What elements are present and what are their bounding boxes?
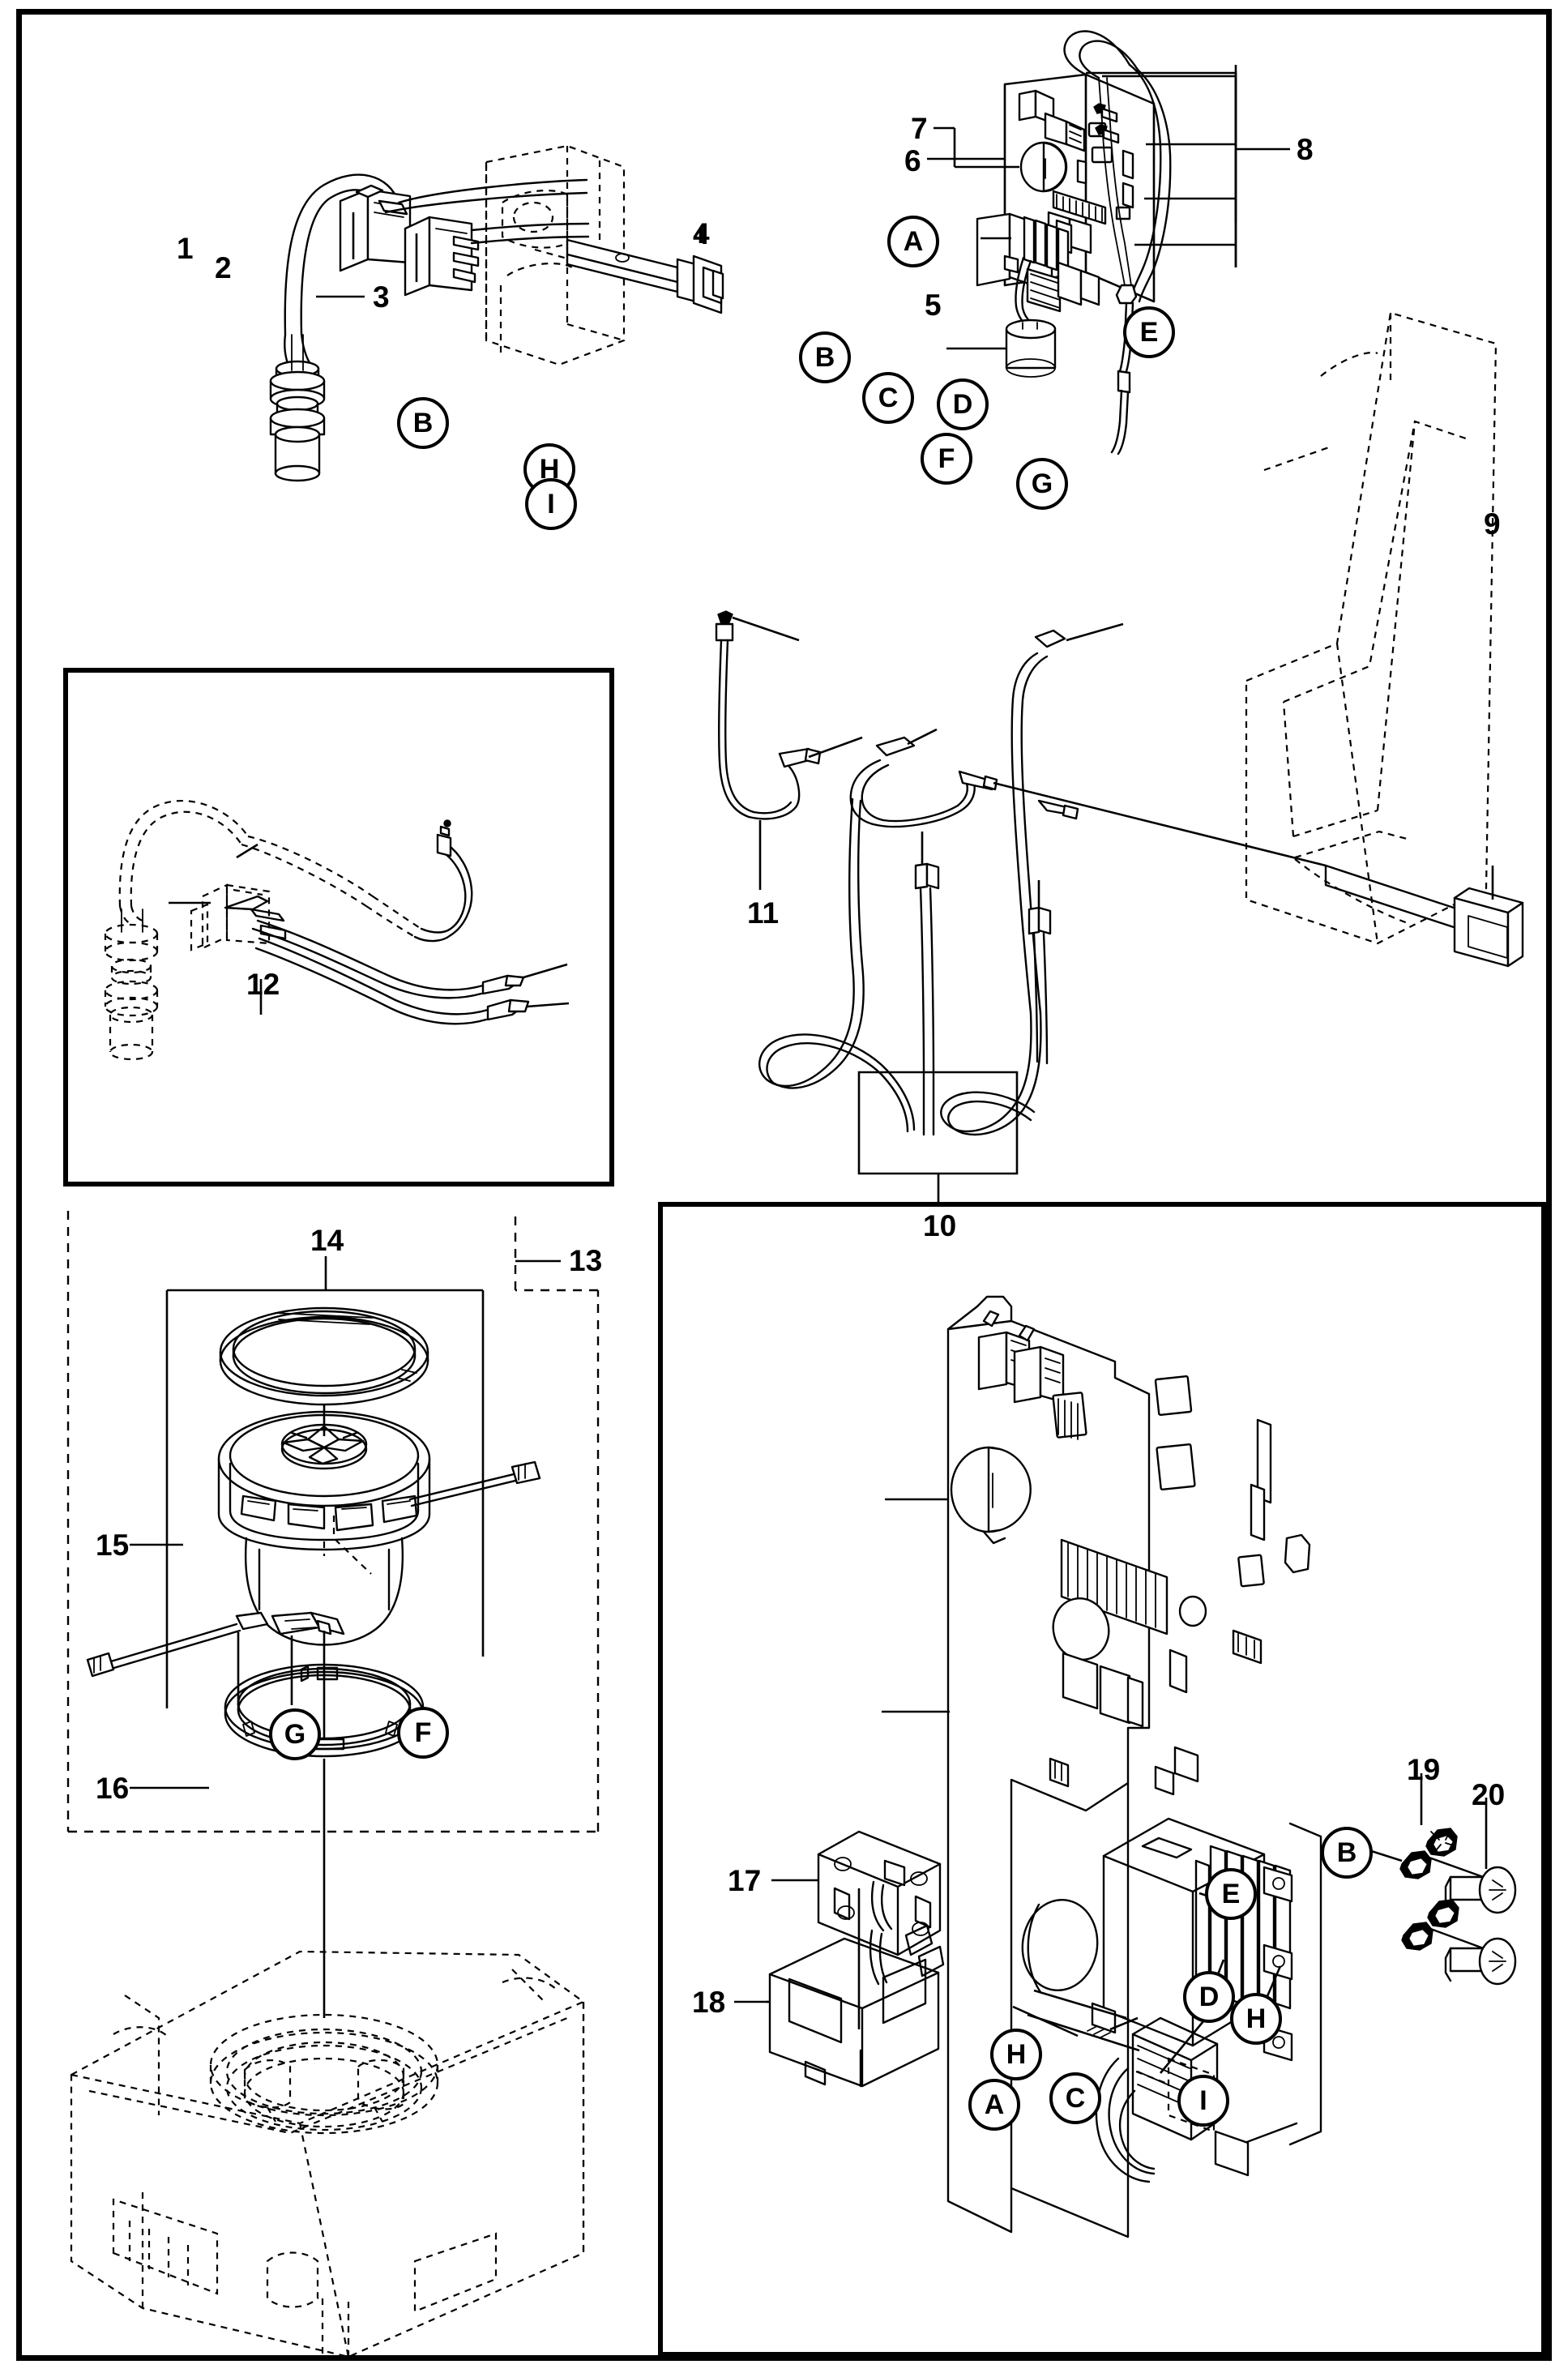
connector-E-motor: E: [1205, 1868, 1257, 1920]
callout-4-valve-actuator: 4: [693, 217, 710, 250]
connector-C-motor: C: [1049, 2072, 1101, 2124]
callout-12-lead-wires: 12: [246, 968, 280, 1001]
callout-20-screw: 20: [1472, 1778, 1506, 1811]
callout-19-washer: 19: [1407, 1753, 1441, 1786]
connector-F-pump: F: [397, 1707, 449, 1759]
connector-H-motor-right: H: [1230, 1993, 1282, 2045]
callout-3-hose-connector: 3: [373, 280, 390, 314]
connector-F-harness: F: [921, 433, 972, 485]
connector-B-ground-lead: B: [799, 331, 851, 383]
callout-17-pump-bracket: 17: [728, 1864, 762, 1897]
callout-15-upper-ring: 15: [96, 1529, 130, 1562]
callout-16-lower-ring: 16: [96, 1772, 130, 1805]
connector-G-pump: G: [269, 1708, 321, 1760]
callout-18-pump-base: 18: [692, 1986, 726, 2019]
connector-H-motor-left: H: [990, 2029, 1042, 2080]
connector-G-harness: G: [1016, 458, 1068, 510]
callout-5-capacitor: 5: [925, 289, 942, 322]
connector-I-motor: I: [1177, 2075, 1229, 2127]
callout-14-pump-motor: 14: [310, 1224, 344, 1257]
callout-10-harness-set: 10: [923, 1209, 957, 1242]
connector-A-motor: A: [968, 2079, 1020, 2131]
connector-E-harness: E: [1123, 306, 1175, 358]
connector-B-inset: B: [397, 397, 449, 449]
callout-9-switch-button: 9: [1484, 507, 1501, 541]
connector-I-inset: I: [525, 478, 577, 530]
callout-13-pump-assembly: 13: [569, 1244, 603, 1277]
connector-C-spade: C: [862, 372, 914, 424]
connector-B-washers: B: [1321, 1827, 1373, 1879]
connector-A-top-board: A: [887, 216, 939, 267]
hose-harness-detail-inset: [63, 668, 614, 1186]
connector-D-harness: D: [937, 378, 989, 430]
callout-2-micro-switch: 2: [215, 251, 232, 284]
callout-6-control-board: 6: [904, 144, 921, 177]
connector-D-motor: D: [1183, 1971, 1235, 2023]
diagram-outer-frame: [16, 9, 1552, 2361]
callout-7-round-capacitor: 7: [911, 112, 928, 145]
callout-11-ground-wire: 11: [747, 896, 780, 930]
callout-1-switch-bracket: 1: [177, 232, 194, 265]
callout-8-wire-harness: 8: [1297, 133, 1314, 166]
